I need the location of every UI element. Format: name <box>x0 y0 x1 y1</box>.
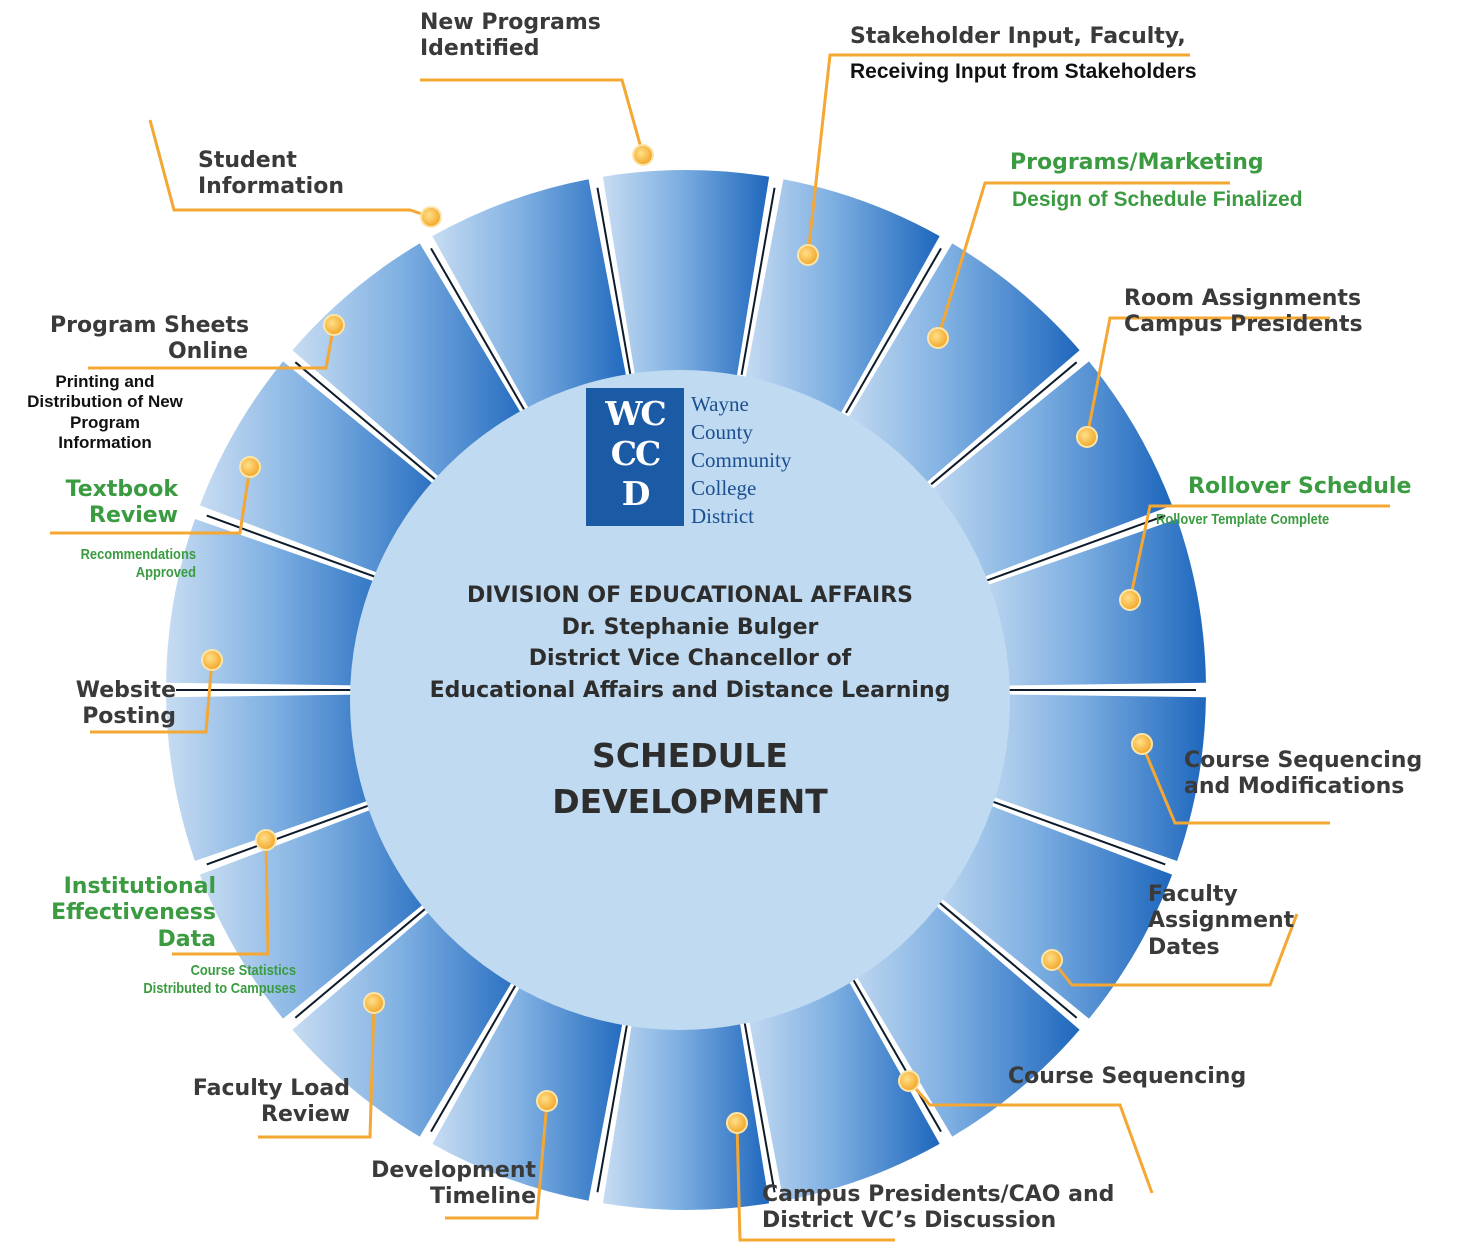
center-text: DIVISION OF EDUCATIONAL AFFAIRS Dr. Step… <box>380 580 1000 825</box>
leader-line <box>1050 913 1299 987</box>
segment-dot <box>1119 589 1141 611</box>
leader-line <box>148 119 432 219</box>
segment-divider <box>430 966 527 1133</box>
division-heading: DIVISION OF EDUCATIONAL AFFAIRS <box>466 583 914 608</box>
wheel-segment <box>166 694 403 862</box>
segment-divider <box>596 187 632 376</box>
segment-divider <box>930 894 1078 1019</box>
label-programs-marketing: Programs/Marketing <box>1010 150 1264 175</box>
segment-divider <box>294 894 442 1019</box>
label-development-timeline: Development Timeline <box>371 1158 536 1210</box>
segment-divider <box>986 798 1166 866</box>
segment-divider <box>596 1004 632 1193</box>
leader-line <box>258 1002 376 1139</box>
segment-dot <box>239 456 261 478</box>
diagram-title: SCHEDULE DEVELOPMENT <box>552 735 828 821</box>
leader-line <box>172 839 270 956</box>
leader-line <box>445 1100 549 1220</box>
segment-dot <box>536 1090 558 1112</box>
segment-dot <box>898 1070 920 1092</box>
wheel-segment <box>742 179 940 429</box>
segment-dot <box>323 314 345 336</box>
segment-divider <box>740 1004 776 1193</box>
wheel-segment <box>432 179 630 429</box>
logo-letters: WC CC D <box>605 394 666 513</box>
segment-divider <box>986 514 1166 582</box>
leader-line <box>806 53 1190 256</box>
label-stakeholder-input: Stakeholder Input, Faculty, <box>850 24 1186 49</box>
wheel-segment <box>602 986 770 1210</box>
segment-divider <box>294 361 442 486</box>
segment-dot <box>726 1112 748 1134</box>
segment-dot <box>1076 426 1098 448</box>
segment-dot <box>632 144 654 166</box>
segment-divider <box>845 247 942 414</box>
wheel-segment <box>292 243 533 494</box>
label-institutional-effectiveness: Institutional Effectiveness Data <box>51 874 216 952</box>
wcccd-logo: WC CC D <box>586 388 684 526</box>
segment-dot <box>797 244 819 266</box>
segment-divider <box>845 966 942 1133</box>
leader-line <box>90 659 214 734</box>
center-circle <box>350 370 1010 1030</box>
wheel-segment <box>199 361 454 584</box>
role-line-1: District Vice Chancellor of <box>528 646 852 672</box>
label-program-sheets-online: Program Sheets Online <box>50 313 250 365</box>
label-course-statistics: Course Statistics Distributed to Campuse… <box>143 962 296 997</box>
wheel-segment <box>839 886 1080 1137</box>
label-student-information: Student Information <box>198 148 344 200</box>
wheel-segment <box>969 518 1206 686</box>
label-course-sequencing-modifications: Course Sequencing and Modifications <box>1184 748 1423 800</box>
leader-line <box>936 181 1230 339</box>
leader-line <box>1128 504 1390 601</box>
segment-divider <box>740 187 776 376</box>
wheel-segment <box>918 361 1173 584</box>
label-faculty-assignment-dates: Faculty Assignment Dates <box>1148 882 1295 960</box>
segment-dot <box>420 206 442 228</box>
leader-line <box>88 324 336 370</box>
label-campus-presidents-discussion: Campus Presidents/CAO and District VC’s … <box>762 1182 1115 1234</box>
label-website-posting: Website Posting <box>75 678 176 730</box>
leader-line <box>420 78 645 156</box>
label-room-assignments: Room Assignments Campus Presidents <box>1124 286 1363 338</box>
label-faculty-load-review: Faculty Load Review <box>192 1076 350 1128</box>
segment-divider <box>206 514 386 582</box>
segment-dot <box>1131 733 1153 755</box>
label-printing-distribution: Printing and Distribution of New Program… <box>27 372 183 453</box>
leader-line <box>1085 316 1330 438</box>
wheel-segment <box>602 170 770 394</box>
label-design-finalized: Design of Schedule Finalized <box>1012 188 1303 211</box>
label-receiving-input: Receiving Input from Stakeholders <box>850 60 1197 83</box>
segment-divider <box>206 798 386 866</box>
label-rollover-template: Rollover Template Complete <box>1156 511 1330 528</box>
leader-line <box>1140 743 1330 825</box>
label-rollover-schedule: Rollover Schedule <box>1188 474 1412 499</box>
wheel-segment <box>839 243 1080 494</box>
role-line-2: Educational Affairs and Distance Learnin… <box>429 678 951 704</box>
segment-dot <box>255 829 277 851</box>
segment-dot <box>201 649 223 671</box>
segment-dot <box>1041 949 1063 971</box>
label-new-programs: New Programs Identified <box>420 10 601 62</box>
wheel-segment <box>918 796 1173 1019</box>
label-course-sequencing: Course Sequencing <box>1008 1064 1247 1089</box>
label-textbook-review: Textbook Review <box>65 477 178 529</box>
leader-line <box>50 466 252 535</box>
leader-line <box>735 1122 895 1242</box>
segment-divider <box>930 361 1078 486</box>
wheel-segment <box>742 951 940 1201</box>
label-recommendations-approved: Recommendations Approved <box>80 546 196 581</box>
segment-dot <box>363 992 385 1014</box>
leader-line <box>907 1080 1154 1194</box>
logo-college-name: Wayne County Community College District <box>691 392 792 528</box>
wheel-segment <box>166 518 403 686</box>
segment-divider <box>430 247 527 414</box>
segment-dot <box>927 327 949 349</box>
person-name: Dr. Stephanie Bulger <box>561 614 819 640</box>
